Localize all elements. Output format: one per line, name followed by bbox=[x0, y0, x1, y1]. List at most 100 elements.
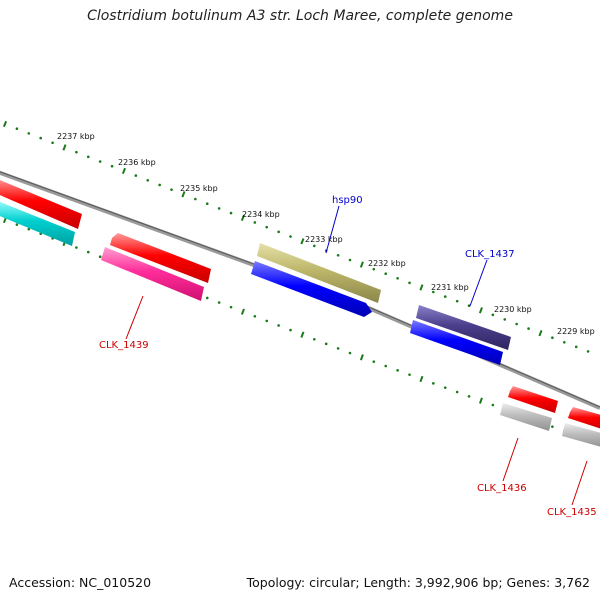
gene-clk1436 bbox=[500, 403, 552, 431]
gene-forward bbox=[0, 180, 82, 229]
gene-hsp90 bbox=[257, 243, 381, 303]
gene-label-hsp90: hsp90 bbox=[332, 195, 363, 206]
minor-tick bbox=[15, 127, 19, 130]
major-tick bbox=[478, 397, 483, 404]
gene-reverse bbox=[251, 261, 372, 317]
accession-text: Accession: NC_010520 bbox=[9, 575, 152, 590]
minor-tick bbox=[289, 235, 292, 238]
topology-text: Topology: circular; Length: 3,992,906 bp… bbox=[246, 575, 590, 590]
gene-clk1439 bbox=[101, 247, 204, 301]
major-tick bbox=[62, 144, 67, 151]
minor-tick bbox=[455, 299, 459, 303]
tick-label: 2235 kbp bbox=[180, 184, 218, 193]
map-title: Clostridium botulinum A3 str. Loch Maree… bbox=[87, 8, 513, 24]
gene-label-clk1439: CLK_1439 bbox=[99, 340, 149, 351]
gene-label-clk1437: CLK_1437 bbox=[465, 249, 515, 260]
minor-tick bbox=[277, 324, 280, 327]
minor-tick bbox=[15, 223, 19, 226]
gene-reverse bbox=[410, 320, 503, 365]
minor-tick bbox=[467, 395, 471, 398]
tick-label: 2234 kbp bbox=[242, 210, 280, 219]
minor-tick bbox=[51, 141, 54, 145]
minor-tick bbox=[396, 276, 399, 280]
tick-label: 2229 kbp bbox=[557, 327, 595, 336]
tick-label: 2231 kbp bbox=[431, 283, 469, 292]
major-tick bbox=[419, 284, 424, 291]
tick-label: 2237 kbp bbox=[57, 132, 95, 141]
minor-tick bbox=[229, 211, 233, 215]
minor-tick bbox=[194, 197, 197, 201]
minor-tick bbox=[562, 340, 566, 344]
minor-tick bbox=[455, 390, 459, 394]
major-tick bbox=[181, 191, 186, 198]
tick-label: 2230 kbp bbox=[494, 305, 532, 314]
minor-tick bbox=[75, 246, 78, 249]
minor-tick bbox=[134, 174, 138, 177]
minor-tick bbox=[527, 327, 530, 330]
major-tick bbox=[419, 375, 424, 383]
tick-label: 2233 kbp bbox=[305, 235, 343, 244]
minor-tick bbox=[336, 347, 340, 350]
gene-teal bbox=[0, 202, 75, 246]
minor-tick bbox=[158, 183, 161, 187]
major-tick bbox=[121, 167, 126, 175]
minor-tick bbox=[432, 382, 435, 385]
minor-tick bbox=[86, 250, 90, 254]
minor-tick bbox=[217, 207, 221, 210]
minor-tick bbox=[205, 296, 209, 300]
major-tick bbox=[359, 354, 364, 361]
minor-tick bbox=[443, 295, 447, 298]
minor-tick bbox=[586, 350, 590, 353]
gene-label-clk1435: CLK_1435 bbox=[547, 507, 597, 518]
minor-tick bbox=[265, 225, 269, 229]
gene-label-clk1436: CLK_1436 bbox=[477, 483, 527, 494]
minor-tick bbox=[110, 164, 114, 168]
minor-tick bbox=[86, 155, 90, 159]
minor-tick bbox=[253, 315, 257, 318]
minor-tick bbox=[39, 136, 42, 140]
minor-tick bbox=[27, 132, 31, 135]
minor-tick bbox=[432, 290, 435, 294]
minor-tick bbox=[408, 373, 411, 376]
gene-forward bbox=[508, 386, 558, 413]
gene-clk1435 bbox=[562, 423, 600, 447]
minor-tick bbox=[551, 425, 554, 428]
minor-tick bbox=[384, 364, 388, 368]
major-tick bbox=[538, 329, 543, 337]
minor-tick bbox=[551, 336, 554, 340]
major-tick bbox=[300, 331, 305, 338]
kbp-tick-ring bbox=[2, 120, 590, 353]
minor-tick bbox=[408, 281, 411, 285]
label-connector bbox=[125, 295, 144, 340]
minor-tick bbox=[336, 254, 340, 257]
minor-tick bbox=[313, 244, 316, 248]
minor-tick bbox=[515, 322, 518, 326]
minor-tick bbox=[491, 403, 495, 407]
label-connector bbox=[469, 259, 488, 307]
minor-tick bbox=[348, 258, 352, 262]
gene-forward bbox=[568, 407, 600, 429]
major-tick bbox=[2, 120, 8, 128]
label-connector bbox=[502, 437, 519, 482]
major-tick bbox=[240, 214, 245, 221]
minor-tick bbox=[27, 227, 31, 231]
tick-label: 2232 kbp bbox=[368, 259, 406, 268]
minor-tick bbox=[372, 360, 376, 363]
minor-tick bbox=[98, 160, 102, 163]
gene-clk1437 bbox=[416, 305, 511, 350]
minor-tick bbox=[205, 202, 209, 206]
tick-label: 2236 kbp bbox=[118, 158, 156, 167]
label-connector bbox=[571, 460, 588, 506]
minor-tick bbox=[443, 386, 447, 389]
minor-tick bbox=[372, 267, 376, 271]
minor-tick bbox=[98, 255, 102, 258]
minor-tick bbox=[146, 178, 150, 182]
major-tick bbox=[240, 308, 245, 315]
minor-tick bbox=[313, 337, 316, 341]
minor-tick bbox=[503, 318, 507, 321]
minor-tick bbox=[384, 272, 388, 276]
label-connector bbox=[325, 205, 340, 254]
major-tick bbox=[478, 307, 483, 314]
major-tick bbox=[300, 238, 305, 245]
